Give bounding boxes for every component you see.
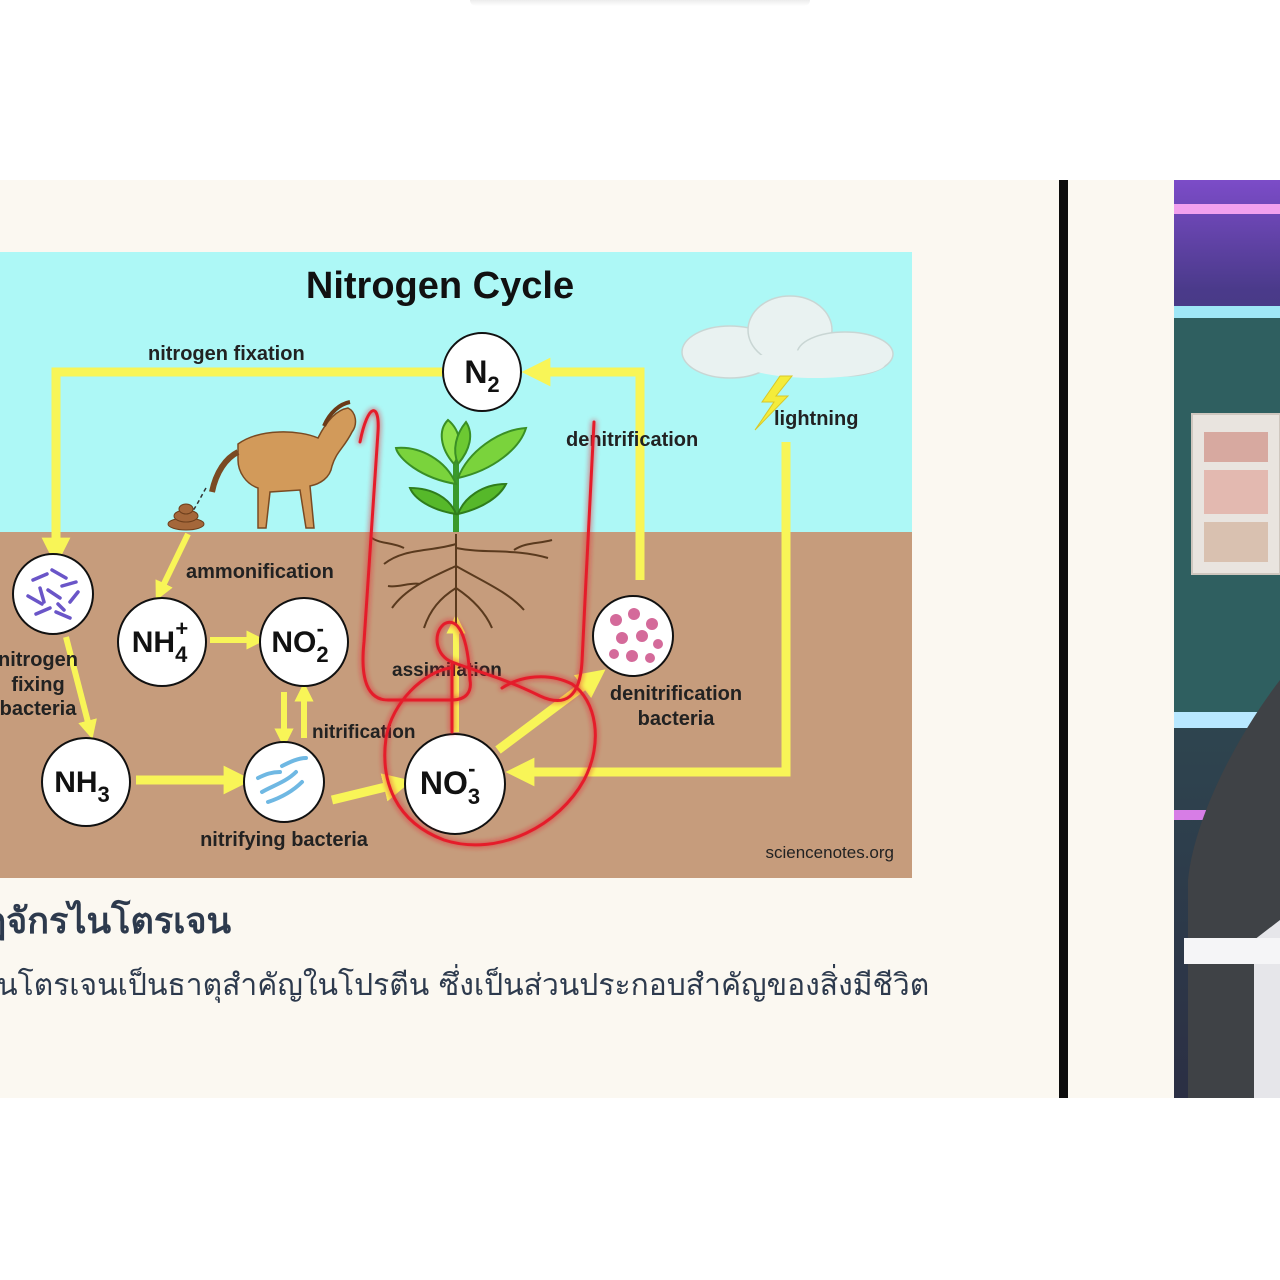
nh4-node: NH4+ <box>117 597 207 687</box>
label-source: sciencenotes.org <box>765 843 894 862</box>
slide-margin-panel <box>1068 180 1174 1098</box>
svg-text:NO2-: NO2- <box>271 616 328 667</box>
nitrogen-cycle-diagram: Nitrogen Cycle <box>0 252 912 878</box>
n2-node: N2 <box>442 332 522 412</box>
lightning-bolt-icon <box>754 375 794 431</box>
nitrogen-fixing-bacteria-icon <box>12 553 94 635</box>
svg-text:NH3: NH3 <box>54 766 110 807</box>
slide-body-text: ไนโตรเจนเป็นธาตุสำคัญในโปรตีน ซึ่งเป็นส่… <box>0 968 930 1003</box>
nitrifying-to-no3-arrow <box>330 773 412 805</box>
label-assimilation: assimilation <box>392 660 502 681</box>
nh3-node: NH3 <box>41 737 131 827</box>
denitrification-bacteria-icon <box>592 595 674 677</box>
no3-node: NO3- <box>404 733 506 835</box>
label-denitrification-bacteria-line1: denitrification <box>610 683 742 705</box>
presentation-slide: Nitrogen Cycle <box>0 180 1060 1098</box>
cloud-icon <box>681 295 894 379</box>
diagram-title: Nitrogen Cycle <box>306 265 574 307</box>
nitrifying-bacteria-icon <box>243 741 325 823</box>
label-ammonification: ammonification <box>186 561 334 583</box>
label-denitrification: denitrification <box>566 429 698 451</box>
manure-icon <box>167 503 205 531</box>
lightning-arrow <box>505 442 791 787</box>
label-lightning: lightning <box>774 408 858 430</box>
ammonification-arrow <box>155 532 191 601</box>
plant-icon <box>394 418 528 532</box>
presenter-video-image <box>1174 180 1280 1098</box>
label-nitrifying-bacteria: nitrifying bacteria <box>200 829 369 851</box>
presenter-video-feed <box>1174 180 1280 1098</box>
red-pen-annotation <box>358 409 597 847</box>
label-denitrification-bacteria-line2: bacteria <box>638 708 716 730</box>
svg-text:NO3-: NO3- <box>420 756 480 809</box>
label-fixing-bacteria-line2: fixing <box>11 674 64 696</box>
panel-divider <box>1059 180 1068 1098</box>
top-shadow <box>470 0 810 6</box>
denitrification-arrow <box>521 357 645 580</box>
svg-text:NH4+: NH4+ <box>132 616 188 667</box>
plant-roots-icon <box>371 534 553 629</box>
nitrogen-fixation-arrow <box>41 367 442 567</box>
label-fixing-bacteria-line3: bacteria <box>0 698 77 720</box>
bacteria-to-nh3-arrow <box>63 636 97 740</box>
label-fixing-bacteria-line1: nitrogen <box>0 649 78 671</box>
svg-text:N2: N2 <box>464 354 499 397</box>
label-nitrification: nitrification <box>312 722 415 743</box>
horse-icon <box>209 400 357 529</box>
no2-node: NO2- <box>259 597 349 687</box>
slide-title: ฏจักรไนโตรเจน <box>0 901 232 942</box>
label-nitrogen-fixation: nitrogen fixation <box>148 343 305 365</box>
